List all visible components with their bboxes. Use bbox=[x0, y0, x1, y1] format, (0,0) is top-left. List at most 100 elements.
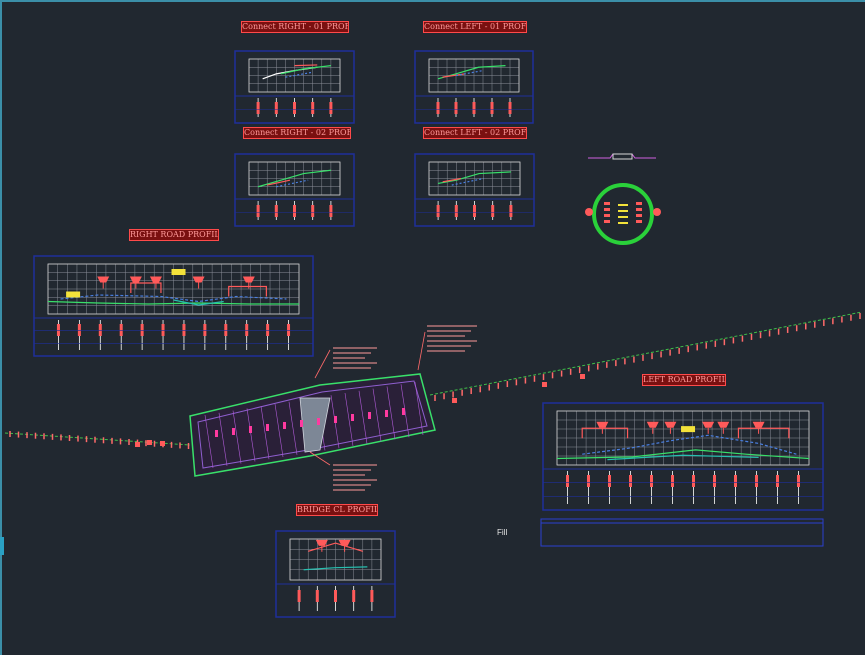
station-marker bbox=[147, 440, 152, 445]
pier-marker bbox=[368, 412, 371, 419]
profile-line bbox=[308, 542, 363, 552]
profile-sheet-bridge-cl[interactable] bbox=[275, 530, 396, 618]
sheet-frame bbox=[234, 153, 355, 227]
profile-sheet-right-road[interactable] bbox=[33, 255, 314, 357]
profile-grid bbox=[428, 58, 520, 93]
profile-line bbox=[280, 65, 331, 75]
hatch-line bbox=[386, 386, 396, 440]
structure-bracket bbox=[581, 427, 629, 439]
profile-line bbox=[303, 566, 368, 571]
structure-marker bbox=[149, 276, 162, 283]
station-marker bbox=[542, 382, 547, 387]
sheet-frame bbox=[414, 50, 534, 124]
structure-marker bbox=[338, 539, 351, 546]
profile-sheet-connect-left-02[interactable] bbox=[414, 153, 535, 227]
alignment-stations bbox=[9, 313, 861, 449]
hatch-line bbox=[218, 412, 228, 466]
pier-marker bbox=[385, 410, 388, 417]
structure-marker bbox=[752, 421, 765, 428]
profile-grid bbox=[428, 161, 521, 196]
profile-grid bbox=[289, 538, 382, 581]
profile-line bbox=[47, 300, 299, 305]
profile-line bbox=[556, 449, 810, 460]
viewport-edge-marker[interactable] bbox=[0, 537, 4, 555]
pier-marker bbox=[232, 428, 235, 435]
pier-marker bbox=[351, 414, 354, 421]
pier-marker bbox=[402, 408, 405, 415]
structure-marker bbox=[702, 421, 715, 428]
left-road-extra-table bbox=[540, 518, 824, 547]
profile-sheet-connect-left-01[interactable] bbox=[414, 50, 534, 124]
profile-line bbox=[285, 71, 313, 78]
profile-sheet-left-road[interactable] bbox=[542, 402, 824, 511]
pier-marker bbox=[300, 420, 303, 427]
hatch-line bbox=[358, 390, 368, 444]
sheet-frame bbox=[33, 255, 314, 357]
profile-grid bbox=[556, 410, 810, 466]
hatch-line bbox=[204, 414, 214, 469]
profile-sheet-connect-right-02[interactable] bbox=[234, 153, 355, 227]
structure-marker bbox=[129, 276, 142, 283]
viewport-frame-top bbox=[0, 0, 865, 2]
highlight-tag bbox=[171, 269, 186, 275]
roundabout-symbol[interactable] bbox=[585, 183, 661, 245]
viewport-frame-left bbox=[0, 0, 2, 655]
section-glyph bbox=[588, 153, 656, 160]
profile-grid bbox=[248, 58, 341, 93]
profile-line bbox=[257, 169, 331, 188]
hatch-line bbox=[260, 406, 270, 460]
structure-bracket bbox=[228, 285, 267, 297]
title-connect-left-02: Connect LEFT - 02 PROFILE bbox=[423, 127, 527, 139]
profile-line bbox=[437, 171, 511, 185]
profile-line bbox=[294, 64, 318, 67]
note-leaders bbox=[309, 331, 426, 466]
structure-marker bbox=[596, 421, 609, 428]
station-marker bbox=[160, 441, 165, 446]
title-bridge-cl-profile: BRIDGE CL PROFILE bbox=[296, 504, 378, 516]
pier-marker bbox=[266, 424, 269, 431]
profile-line bbox=[451, 177, 484, 186]
title-connect-right-02: Connect RIGHT - 02 PROFILE bbox=[243, 127, 351, 139]
structure-marker bbox=[664, 421, 677, 428]
profile-line bbox=[582, 434, 797, 455]
title-left-road-profile: LEFT ROAD PROFILE bbox=[642, 374, 726, 386]
station-marker bbox=[580, 374, 585, 379]
hatch-line bbox=[372, 388, 382, 442]
structure-marker bbox=[717, 421, 730, 428]
structure-marker bbox=[315, 539, 328, 546]
structure-marker bbox=[242, 276, 255, 283]
pier-marker bbox=[215, 430, 218, 437]
structure-marker bbox=[192, 276, 205, 283]
hatch-line bbox=[274, 403, 284, 458]
highlight-tag bbox=[681, 426, 696, 433]
sheet-frame bbox=[414, 153, 535, 227]
highlight-tag bbox=[66, 291, 81, 298]
pier-marker bbox=[334, 416, 337, 423]
alignment-notes bbox=[333, 325, 477, 491]
profile-sheet-connect-right-01[interactable] bbox=[234, 50, 355, 124]
profile-line bbox=[607, 454, 759, 461]
structure-marker bbox=[97, 276, 110, 283]
profile-line bbox=[442, 177, 461, 183]
hatch-line bbox=[414, 381, 424, 436]
title-connect-right-01: Connect RIGHT - 01 PROFILE bbox=[241, 21, 349, 33]
hatch-line bbox=[246, 408, 256, 462]
hatch-line bbox=[288, 401, 298, 455]
station-marker bbox=[135, 442, 140, 447]
profile-line bbox=[173, 299, 224, 306]
profile-grid bbox=[248, 161, 341, 196]
pier-marker bbox=[283, 422, 286, 429]
profile-line bbox=[455, 69, 484, 77]
profile-grid bbox=[47, 263, 300, 315]
structure-bracket bbox=[737, 427, 790, 439]
structure-bracket bbox=[130, 282, 162, 293]
title-right-road-profile: RIGHT ROAD PROFILE bbox=[129, 229, 219, 241]
profile-line bbox=[60, 294, 287, 303]
fill-label: Fill bbox=[497, 528, 508, 537]
hatch-line bbox=[344, 392, 354, 447]
pier-marker bbox=[249, 426, 252, 433]
structure-marker bbox=[646, 421, 659, 428]
bridge-plan[interactable] bbox=[189, 373, 436, 477]
